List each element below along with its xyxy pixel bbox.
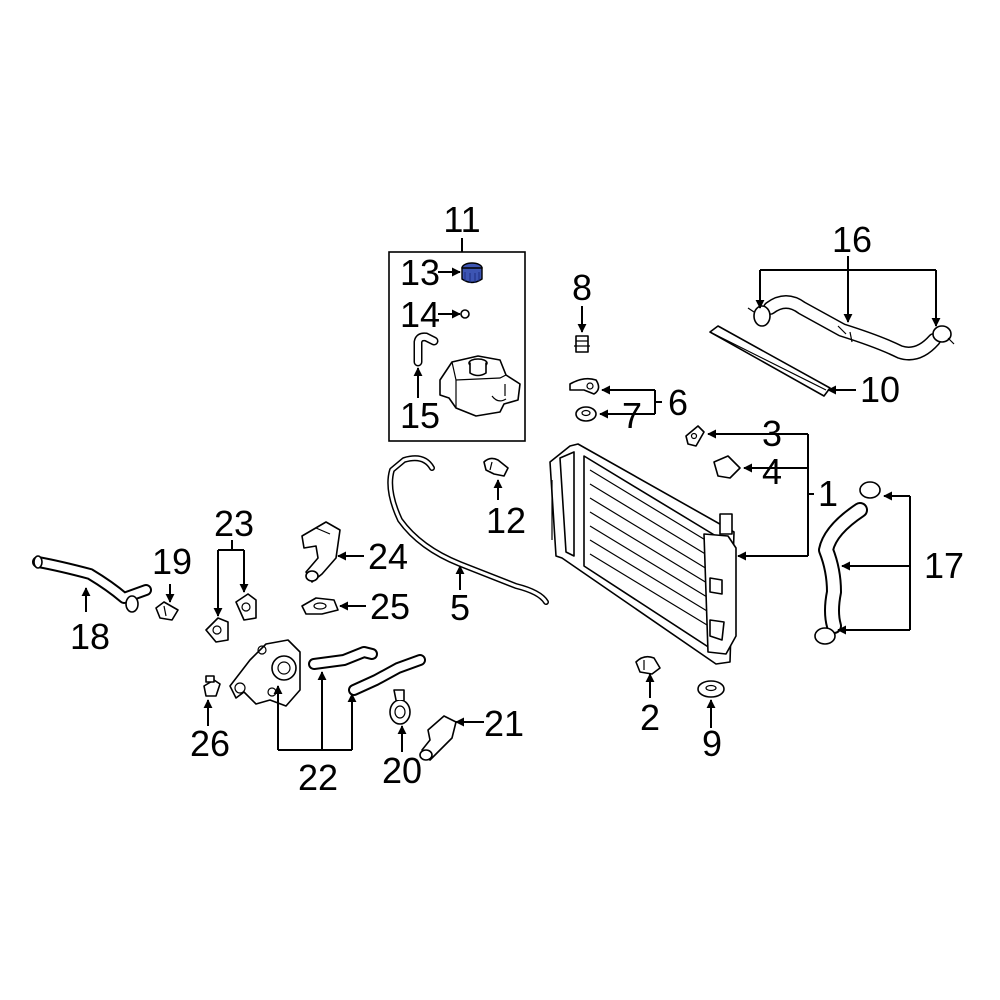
overflow-hose[interactable]	[413, 332, 439, 367]
upper-hose-clamp-left[interactable]	[747, 305, 771, 327]
callout-3: 3	[762, 413, 782, 454]
lower-radiator-hose[interactable]	[818, 502, 868, 634]
callout-25: 25	[370, 586, 410, 627]
lower-hose-clamp-lower[interactable]	[814, 627, 836, 645]
upper-bracket[interactable]	[569, 377, 600, 395]
gasket-left[interactable]	[205, 617, 229, 643]
gasket-right[interactable]	[235, 593, 257, 621]
lower-hose-clamp-upper[interactable]	[859, 481, 881, 499]
callout-2: 2	[640, 697, 660, 738]
drain-plug[interactable]	[574, 335, 590, 353]
callout-5: 5	[450, 587, 470, 628]
callout-18: 18	[70, 616, 110, 657]
water-outlet[interactable]	[301, 521, 341, 583]
callout-17: 17	[924, 545, 964, 586]
callout-8: 8	[572, 267, 592, 308]
bracket-insulator[interactable]	[575, 406, 597, 422]
callout-20: 20	[382, 750, 422, 791]
reservoir-cap[interactable]	[461, 262, 483, 284]
cooler-line[interactable]	[387, 455, 549, 605]
callout-7: 7	[622, 395, 642, 436]
callout-13: 13	[400, 252, 440, 293]
callout-24: 24	[368, 536, 408, 577]
outlet-gasket[interactable]	[301, 597, 339, 615]
callout-1: 1	[818, 473, 838, 514]
callout-15: 15	[400, 395, 440, 436]
callout-14: 14	[400, 294, 440, 335]
callout-21: 21	[484, 703, 524, 744]
radiator[interactable]	[549, 443, 737, 665]
heater-pipe-upper[interactable]	[308, 646, 378, 670]
callout-12: 12	[486, 500, 526, 541]
reservoir-group-box	[388, 251, 526, 442]
upper-radiator-hose[interactable]	[763, 295, 941, 361]
bypass-pipe[interactable]	[32, 555, 152, 613]
temperature-sensor[interactable]	[203, 675, 221, 697]
callout-23: 23	[214, 503, 254, 544]
callout-9: 9	[702, 723, 722, 764]
callout-10: 10	[860, 369, 900, 410]
lower-insulator[interactable]	[697, 680, 725, 698]
coolant-reservoir[interactable]	[439, 355, 521, 417]
callout-16: 16	[832, 219, 872, 260]
callout-6: 6	[668, 382, 688, 423]
callout-26: 26	[190, 723, 230, 764]
thermostat[interactable]	[389, 689, 411, 725]
callout-4: 4	[762, 451, 782, 492]
heater-pipe-lower[interactable]	[348, 654, 426, 696]
callout-19: 19	[152, 541, 192, 582]
air-seal-strip[interactable]	[709, 325, 831, 397]
radiator-drain-valve[interactable]	[685, 425, 705, 447]
radiator-mount[interactable]	[713, 455, 741, 479]
lower-cushion[interactable]	[635, 655, 661, 675]
reservoir-clip[interactable]	[460, 309, 470, 319]
upper-cushion[interactable]	[483, 457, 509, 477]
thermostat-housing[interactable]	[229, 639, 301, 707]
pipe-connector[interactable]	[155, 601, 179, 621]
callout-22: 22	[298, 757, 338, 798]
water-inlet[interactable]	[419, 715, 457, 761]
upper-hose-clamp-right[interactable]	[932, 325, 955, 345]
callout-11: 11	[443, 199, 480, 240]
